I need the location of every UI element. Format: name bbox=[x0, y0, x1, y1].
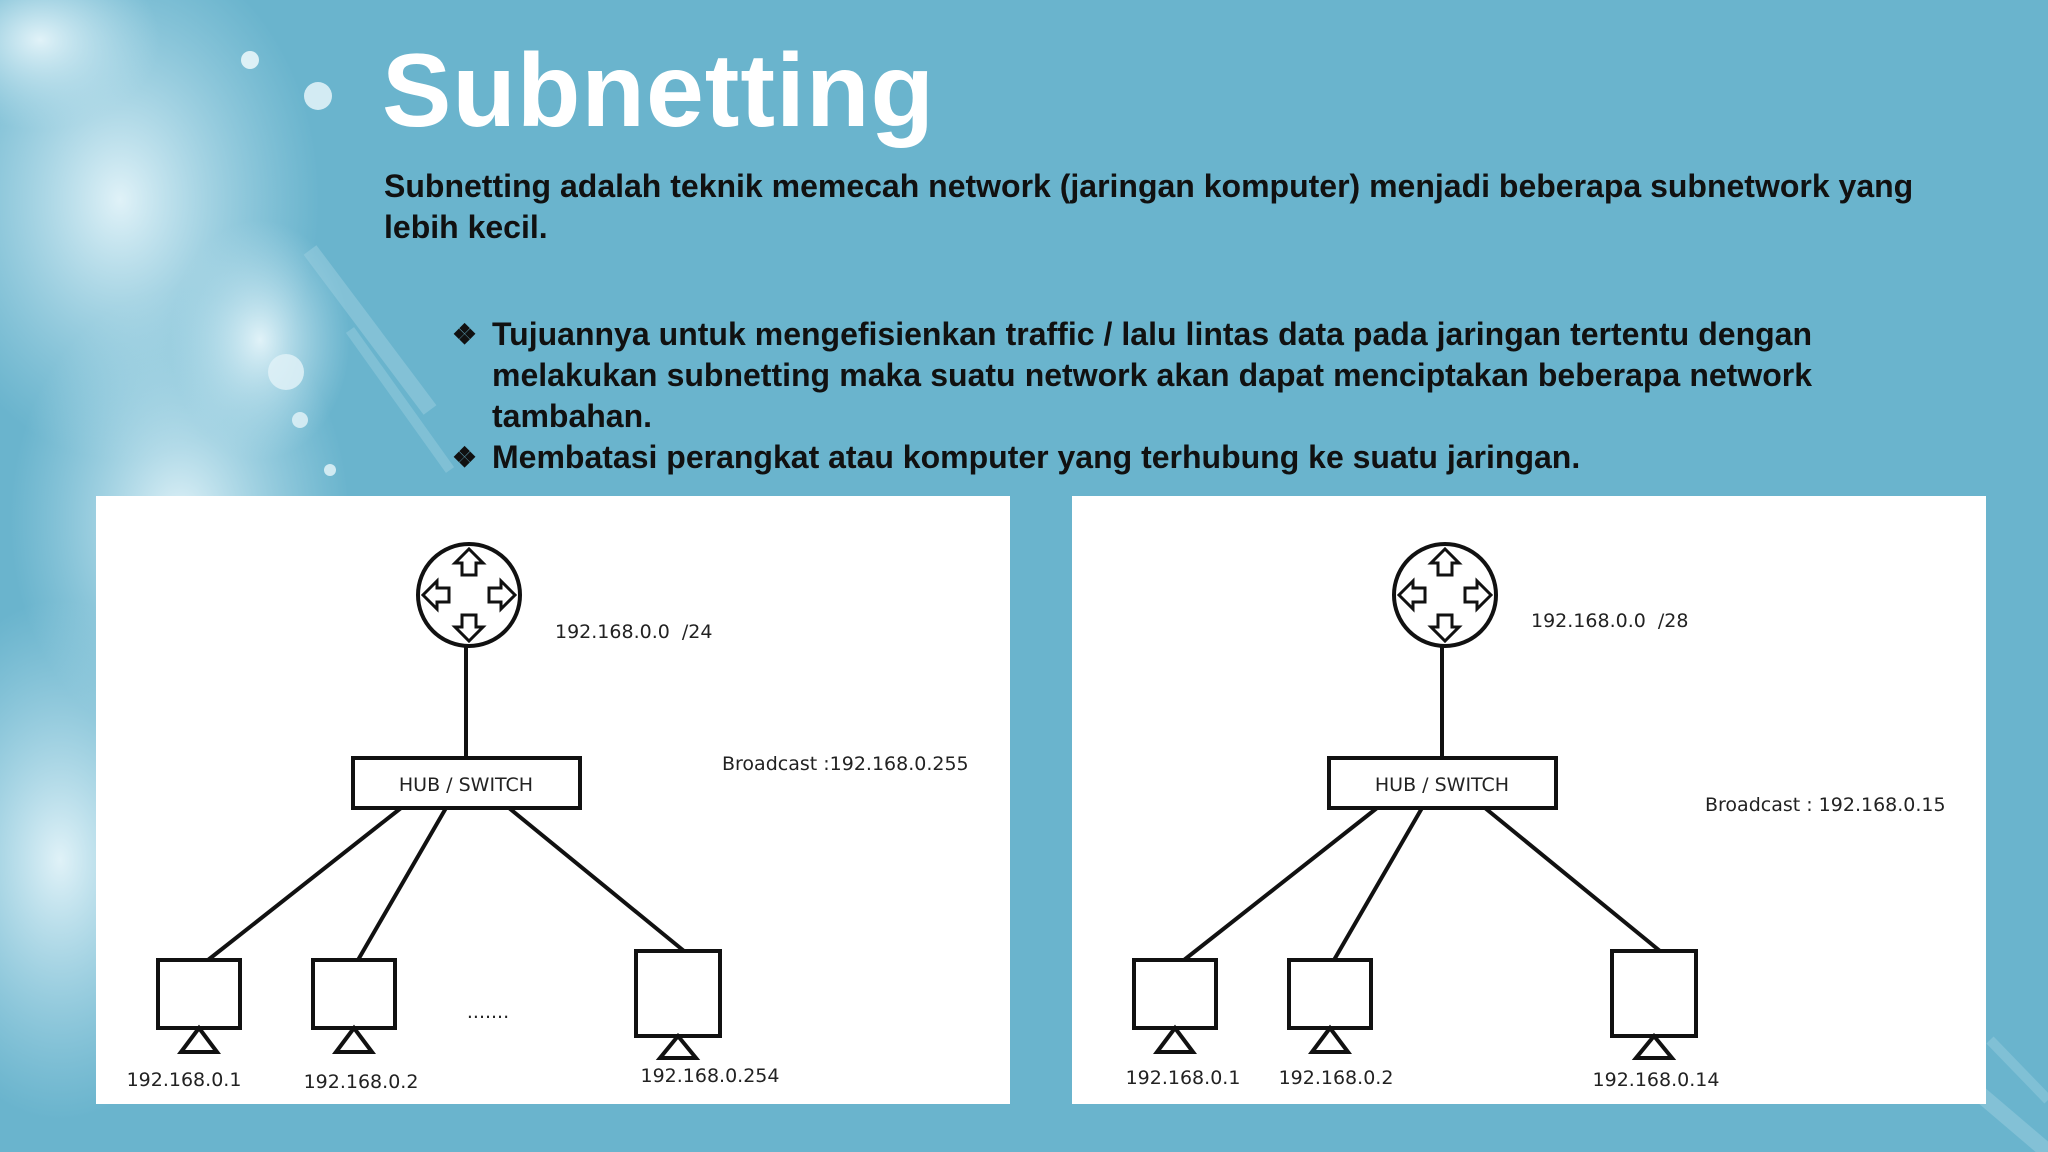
diamond-bullet-icon: ❖ bbox=[452, 319, 478, 350]
network-diagram: HUB / SWITCH 192.168.0.0 /24 Broadcast :… bbox=[127, 542, 969, 1093]
bullet-item: ❖ Membatasi perangkat atau komputer yang… bbox=[452, 437, 1812, 478]
diagram-panel-subnet-24: HUB / SWITCH 192.168.0.0 /24 Broadcast :… bbox=[96, 496, 1010, 1104]
network-address: 192.168.0.0 /24 bbox=[555, 621, 712, 643]
connection-lines bbox=[1182, 646, 1662, 962]
bullet-item: ❖ Tujuannya untuk mengefisienkan traffic… bbox=[452, 314, 1812, 437]
switch-label: HUB / SWITCH bbox=[399, 774, 533, 796]
network-address: 192.168.0.0 /28 bbox=[1531, 610, 1688, 632]
network-diagram: HUB / SWITCH 192.168.0.0 /28 Broadcast :… bbox=[1126, 542, 1946, 1091]
host-label: 192.168.0.1 bbox=[1126, 1067, 1241, 1089]
computer-icon bbox=[634, 949, 722, 1060]
broadcast-address: Broadcast : 192.168.0.15 bbox=[1705, 794, 1946, 816]
intro-text: Subnetting adalah teknik memecah network… bbox=[384, 168, 1914, 245]
switch-label: HUB / SWITCH bbox=[1375, 774, 1509, 796]
hub-switch: HUB / SWITCH bbox=[1327, 756, 1558, 810]
host-label: 192.168.0.14 bbox=[1593, 1069, 1720, 1091]
bullet-text: Membatasi perangkat atau komputer yang t… bbox=[492, 439, 1581, 475]
computer-icon bbox=[311, 958, 397, 1054]
computer-icon bbox=[1132, 958, 1218, 1054]
ellipsis: ....... bbox=[467, 1001, 509, 1023]
computer-icon bbox=[156, 958, 242, 1054]
broadcast-address: Broadcast :192.168.0.255 bbox=[722, 753, 969, 775]
host-label: 192.168.0.1 bbox=[127, 1069, 242, 1091]
slide-title: Subnetting bbox=[382, 33, 936, 149]
diagram-panel-subnet-28: HUB / SWITCH 192.168.0.0 /28 Broadcast :… bbox=[1072, 496, 1986, 1104]
computer-icon bbox=[1610, 949, 1698, 1060]
hub-switch: HUB / SWITCH bbox=[351, 756, 582, 810]
router-icon bbox=[1392, 542, 1498, 648]
bullet-text: Tujuannya untuk mengefisienkan traffic /… bbox=[492, 316, 1812, 434]
host-label: 192.168.0.254 bbox=[640, 1065, 779, 1087]
host-label: 192.168.0.2 bbox=[1279, 1067, 1394, 1089]
router-icon bbox=[416, 542, 522, 648]
bullet-list: ❖ Tujuannya untuk mengefisienkan traffic… bbox=[452, 314, 1812, 478]
host-label: 192.168.0.2 bbox=[304, 1071, 419, 1093]
computer-icon bbox=[1287, 958, 1373, 1054]
connection-lines bbox=[206, 646, 686, 962]
diamond-bullet-icon: ❖ bbox=[452, 442, 478, 473]
